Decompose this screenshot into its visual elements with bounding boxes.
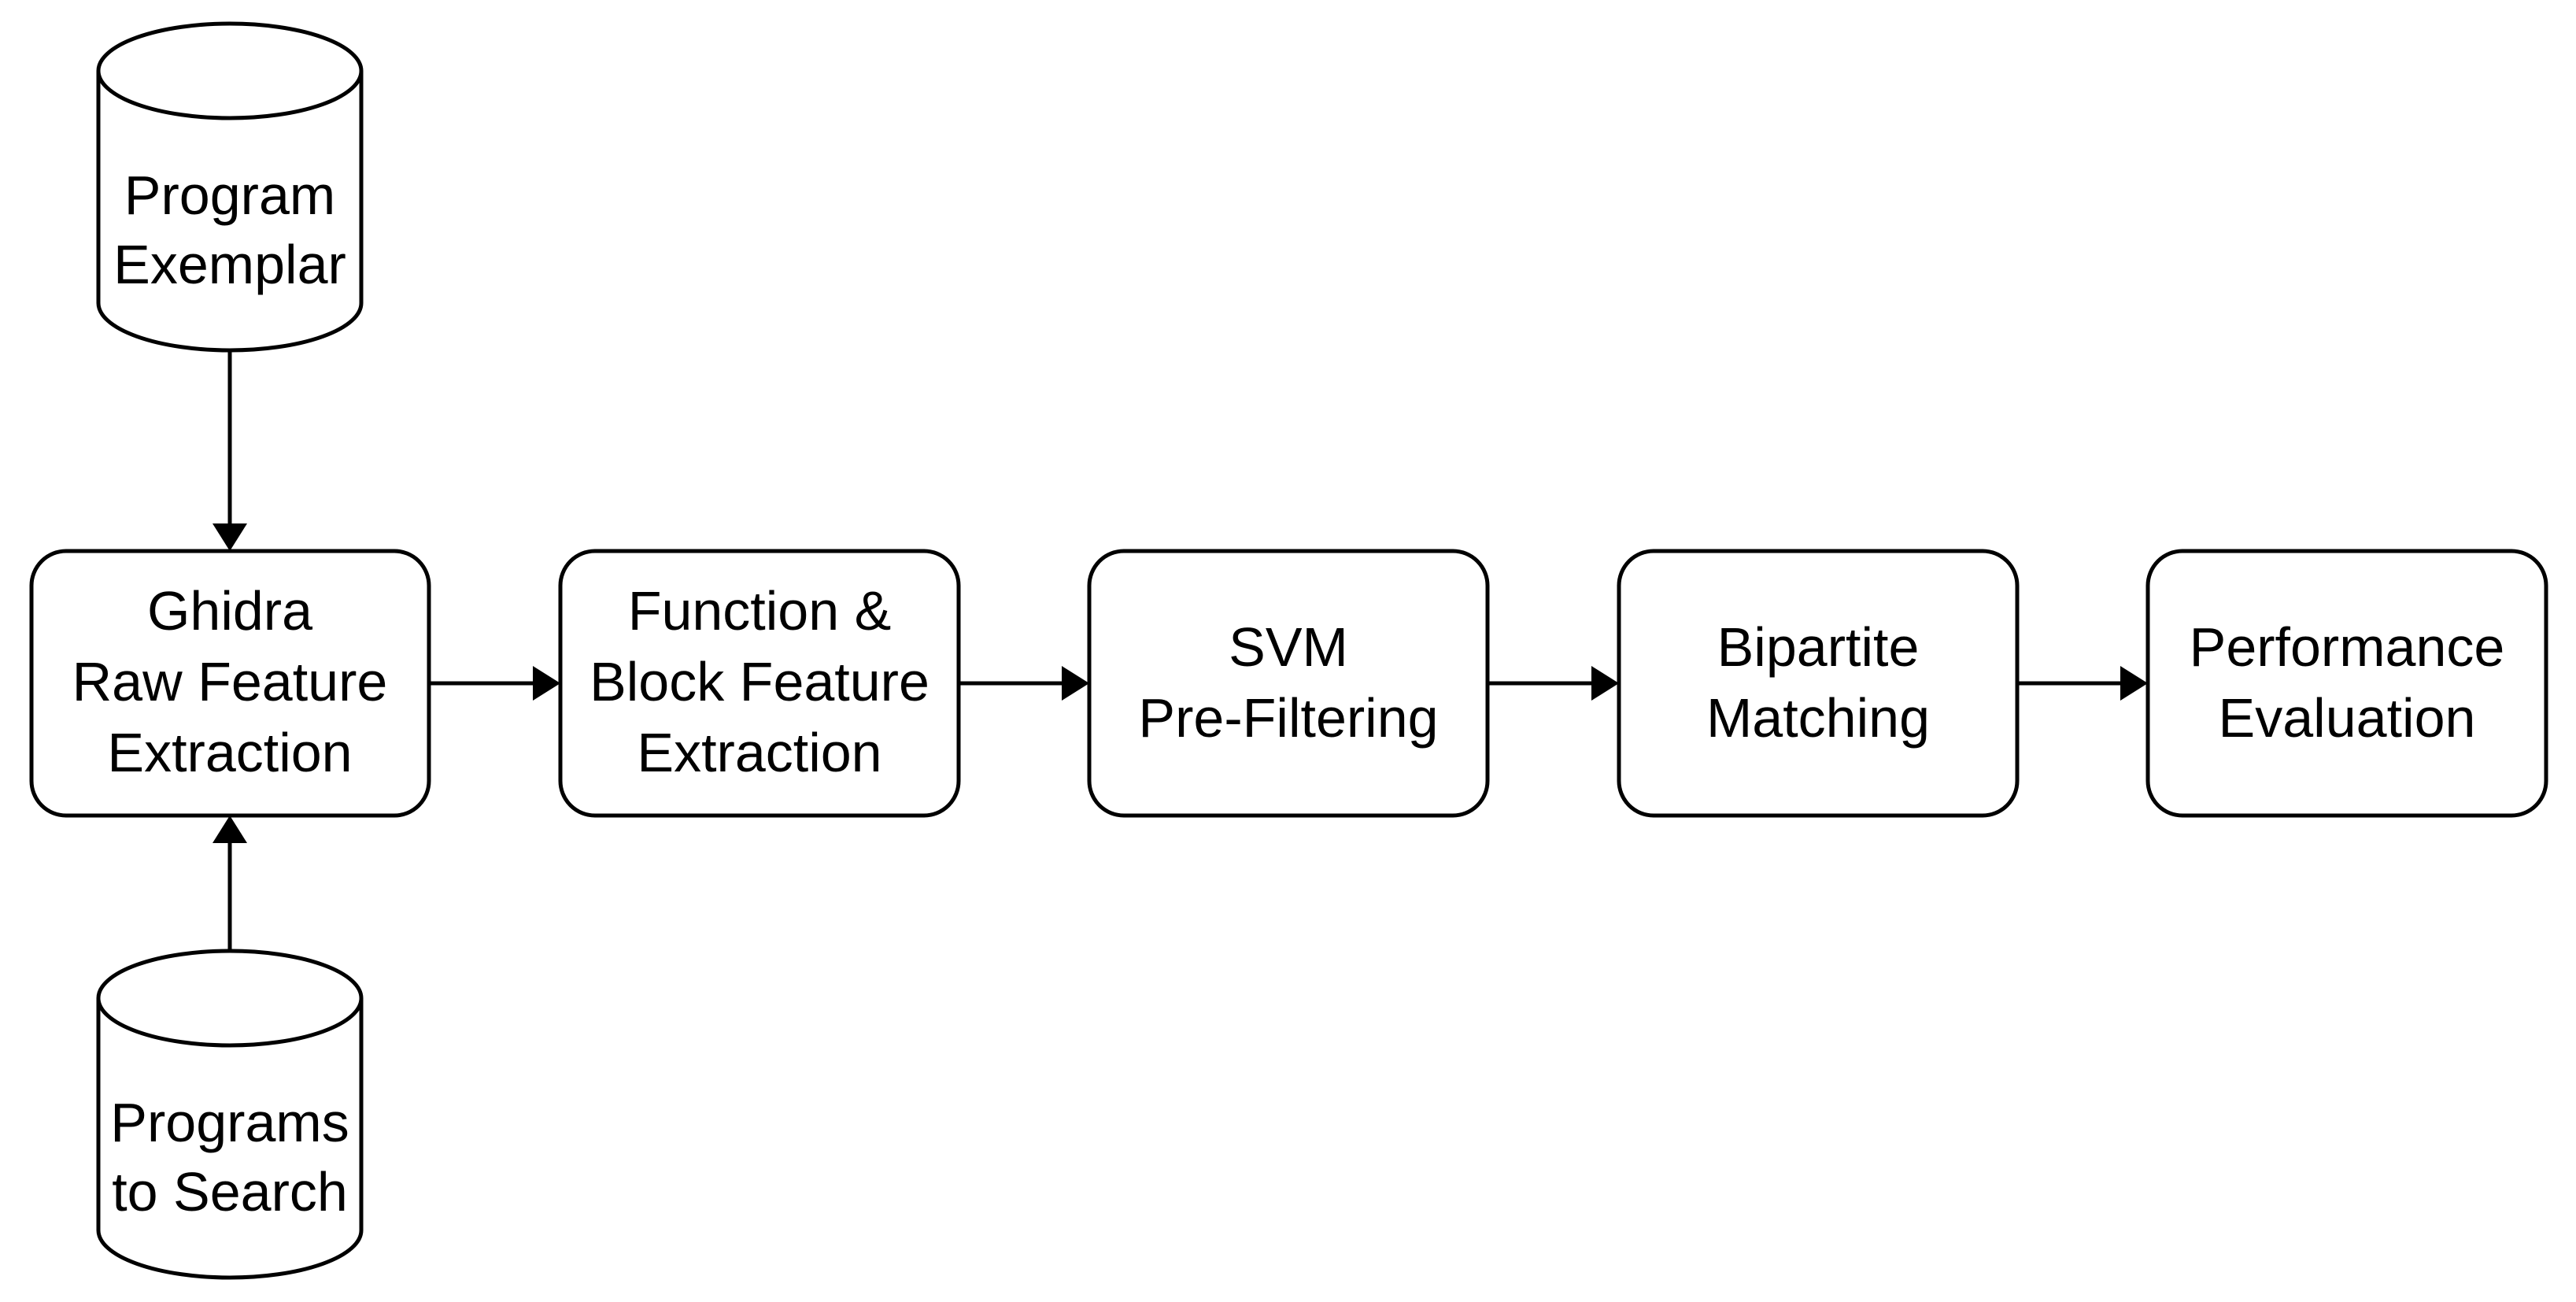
arrowhead-right <box>533 666 560 701</box>
cylinder-top <box>96 949 364 1048</box>
edges <box>213 350 2148 952</box>
arrowhead-right <box>1062 666 1089 701</box>
node-label-line: Evaluation <box>2219 687 2476 749</box>
node-label-line: to Search <box>112 1161 348 1222</box>
arrowhead-down <box>213 523 247 551</box>
node-program-exemplar: Program Exemplar <box>96 21 364 353</box>
node-performance-evaluation: Performance Evaluation <box>2145 549 2548 818</box>
node-bipartite-matching: Bipartite Matching <box>1617 549 2020 818</box>
process-box <box>558 549 961 818</box>
node-label-line: Programs <box>110 1092 349 1153</box>
node-ghidra-raw-feature-extraction: Ghidra Raw Feature Extraction <box>29 549 431 818</box>
node-function-block-feature-extraction: Function & Block Feature Extraction <box>558 549 961 818</box>
node-label-line: SVM <box>1229 616 1348 678</box>
node-svm-pre-filtering: SVM Pre-Filtering <box>1087 549 1490 818</box>
cylinder-body <box>96 71 364 353</box>
process-box <box>29 549 431 818</box>
node-label-line: Function & <box>628 580 892 642</box>
arrowhead-up <box>213 816 247 843</box>
node-label-line: Extraction <box>107 722 352 783</box>
node-label-line: Bipartite <box>1717 616 1920 678</box>
arrowhead-right <box>1591 666 1619 701</box>
cylinder-top <box>96 21 364 120</box>
node-label-line: Raw Feature <box>72 651 388 712</box>
node-label-line: Performance <box>2190 616 2505 678</box>
node-label-line: Block Feature <box>589 651 930 712</box>
process-box <box>1617 549 2020 818</box>
node-label-line: Matching <box>1706 687 1930 749</box>
node-programs-to-search: Programs to Search <box>96 949 364 1280</box>
node-label-line: Exemplar <box>113 234 346 295</box>
cylinder-body <box>96 998 364 1280</box>
node-label-line: Pre-Filtering <box>1138 687 1438 749</box>
process-box <box>1087 549 1490 818</box>
node-label-line: Extraction <box>637 722 881 783</box>
node-label-line: Ghidra <box>147 580 312 642</box>
node-label-line: Program <box>124 165 335 226</box>
process-box <box>2145 549 2548 818</box>
arrowhead-right <box>2120 666 2148 701</box>
